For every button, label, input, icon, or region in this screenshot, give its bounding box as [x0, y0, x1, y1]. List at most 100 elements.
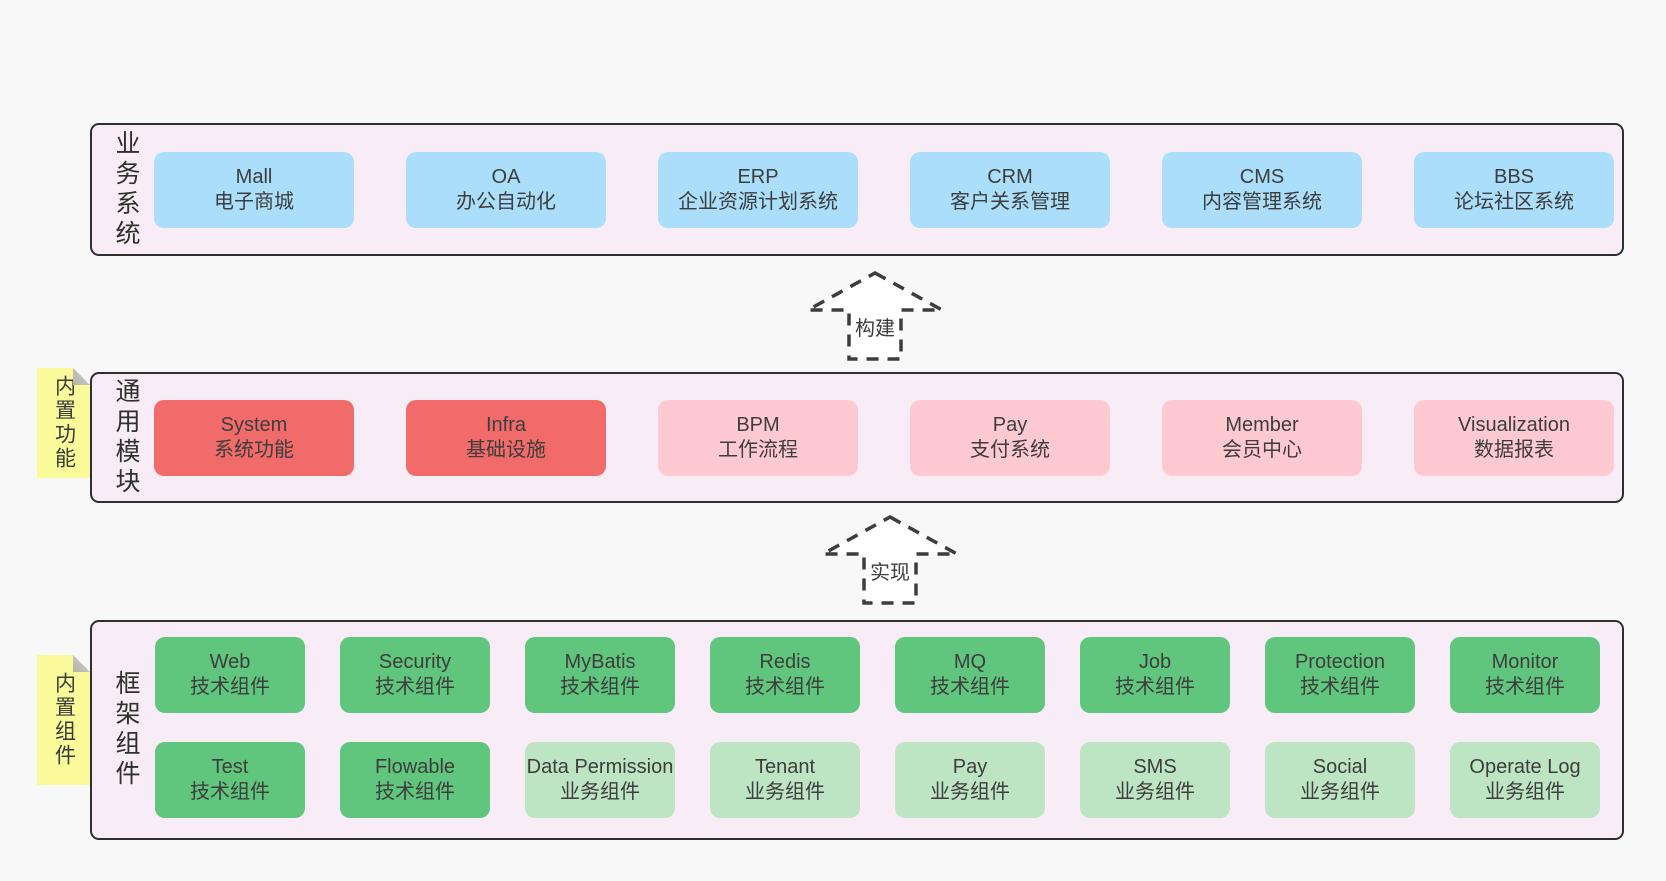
box-pay: Pay 支付系统 [910, 400, 1110, 476]
implement-arrow-icon [822, 515, 958, 605]
box-subtitle: 技术组件 [1300, 676, 1380, 698]
box-web: Web 技术组件 [155, 637, 305, 713]
framework-components-row-2: Test 技术组件 Flowable 技术组件 Data Permission … [155, 742, 1600, 818]
box-subtitle: 业务组件 [1115, 781, 1195, 803]
box-subtitle: 客户关系管理 [950, 191, 1070, 213]
box-title: Protection [1294, 651, 1386, 673]
box-title: Job [1138, 651, 1172, 673]
sticky-note-builtin-components: 内置组件 [37, 655, 90, 785]
box-subtitle: 业务组件 [745, 781, 825, 803]
box-job: Job 技术组件 [1080, 637, 1230, 713]
box-title: Flowable [374, 756, 456, 778]
box-security: Security 技术组件 [340, 637, 490, 713]
box-sms: SMS 业务组件 [1080, 742, 1230, 818]
box-tenant: Tenant 业务组件 [710, 742, 860, 818]
box-mall: Mall 电子商城 [154, 152, 354, 228]
sticky-note-label: 内置组件 [52, 672, 76, 768]
box-infra: Infra 基础设施 [406, 400, 606, 476]
band-label-framework-components: 框架组件 [112, 670, 140, 790]
box-subtitle: 办公自动化 [456, 191, 556, 213]
box-title: Security [378, 651, 452, 673]
box-redis: Redis 技术组件 [710, 637, 860, 713]
build-arrow: 构建 [805, 270, 945, 362]
box-subtitle: 电子商城 [214, 191, 294, 213]
box-title: Operate Log [1469, 756, 1581, 778]
implement-arrow-label: 实现 [870, 562, 910, 585]
box-crm: CRM 客户关系管理 [910, 152, 1110, 228]
box-pay-biz: Pay 业务组件 [895, 742, 1045, 818]
box-title: CMS [1239, 166, 1285, 188]
box-title: Monitor [1491, 651, 1559, 673]
box-subtitle: 系统功能 [214, 439, 294, 461]
box-subtitle: 技术组件 [190, 676, 270, 698]
box-title: Visualization [1458, 414, 1570, 436]
box-title: Pay [992, 414, 1028, 436]
box-bbs: BBS 论坛社区系统 [1414, 152, 1614, 228]
box-test: Test 技术组件 [155, 742, 305, 818]
build-arrow-icon [807, 271, 943, 361]
box-subtitle: 技术组件 [560, 676, 640, 698]
box-mq: MQ 技术组件 [895, 637, 1045, 713]
box-title: Web [209, 651, 251, 673]
box-visualization: Visualization 数据报表 [1414, 400, 1614, 476]
box-oa: OA 办公自动化 [406, 152, 606, 228]
business-systems-row: Mall 电子商城 OA 办公自动化 ERP 企业资源计划系统 CRM 客户关系… [154, 152, 1614, 228]
box-subtitle: 基础设施 [466, 439, 546, 461]
box-title: BPM [736, 414, 780, 436]
sticky-note-label: 内置功能 [52, 375, 76, 471]
box-subtitle: 内容管理系统 [1202, 191, 1322, 213]
framework-components-row-1: Web 技术组件 Security 技术组件 MyBatis 技术组件 Redi… [155, 637, 1600, 713]
box-subtitle: 技术组件 [190, 781, 270, 803]
box-subtitle: 数据报表 [1474, 439, 1554, 461]
box-data-permission: Data Permission 业务组件 [525, 742, 675, 818]
implement-arrow: 实现 [820, 514, 960, 606]
box-social: Social 业务组件 [1265, 742, 1415, 818]
box-title: Member [1225, 414, 1299, 436]
box-title: Mall [235, 166, 273, 188]
box-subtitle: 论坛社区系统 [1454, 191, 1574, 213]
box-subtitle: 技术组件 [745, 676, 825, 698]
box-title: Pay [952, 756, 988, 778]
band-common-modules: 通用模块 System 系统功能 Infra 基础设施 BPM 工作流程 Pay… [90, 372, 1624, 503]
box-subtitle: 业务组件 [1300, 781, 1380, 803]
sticky-note-builtin-features: 内置功能 [37, 368, 90, 478]
box-subtitle: 技术组件 [375, 676, 455, 698]
box-title: System [220, 414, 288, 436]
box-title: Social [1312, 756, 1368, 778]
box-system: System 系统功能 [154, 400, 354, 476]
box-title: SMS [1133, 756, 1177, 778]
box-title: BBS [1493, 166, 1535, 188]
box-title: Infra [485, 414, 527, 436]
box-subtitle: 业务组件 [560, 781, 640, 803]
box-subtitle: 技术组件 [375, 781, 455, 803]
box-title: Data Permission [526, 756, 674, 778]
box-mybatis: MyBatis 技术组件 [525, 637, 675, 713]
box-title: Tenant [754, 756, 816, 778]
box-subtitle: 技术组件 [930, 676, 1010, 698]
band-label-business-systems: 业务系统 [112, 129, 140, 250]
box-protection: Protection 技术组件 [1265, 637, 1415, 713]
box-title: OA [491, 166, 521, 188]
box-subtitle: 支付系统 [970, 439, 1050, 461]
build-arrow-label: 构建 [855, 318, 895, 341]
box-subtitle: 会员中心 [1222, 439, 1302, 461]
box-member: Member 会员中心 [1162, 400, 1362, 476]
box-monitor: Monitor 技术组件 [1450, 637, 1600, 713]
box-subtitle: 业务组件 [1485, 781, 1565, 803]
box-subtitle: 技术组件 [1485, 676, 1565, 698]
band-framework-components: 框架组件 Web 技术组件 Security 技术组件 MyBatis 技术组件… [90, 620, 1624, 840]
box-title: ERP [737, 166, 779, 188]
box-title: MyBatis [564, 651, 636, 673]
box-cms: CMS 内容管理系统 [1162, 152, 1362, 228]
box-title: Test [211, 756, 249, 778]
box-bpm: BPM 工作流程 [658, 400, 858, 476]
band-label-common-modules: 通用模块 [112, 377, 140, 498]
box-title: MQ [953, 651, 987, 673]
box-subtitle: 技术组件 [1115, 676, 1195, 698]
box-title: Redis [759, 651, 811, 673]
box-subtitle: 业务组件 [930, 781, 1010, 803]
box-subtitle: 工作流程 [718, 439, 798, 461]
common-modules-row: System 系统功能 Infra 基础设施 BPM 工作流程 Pay 支付系统… [154, 400, 1614, 476]
box-subtitle: 企业资源计划系统 [678, 191, 838, 213]
